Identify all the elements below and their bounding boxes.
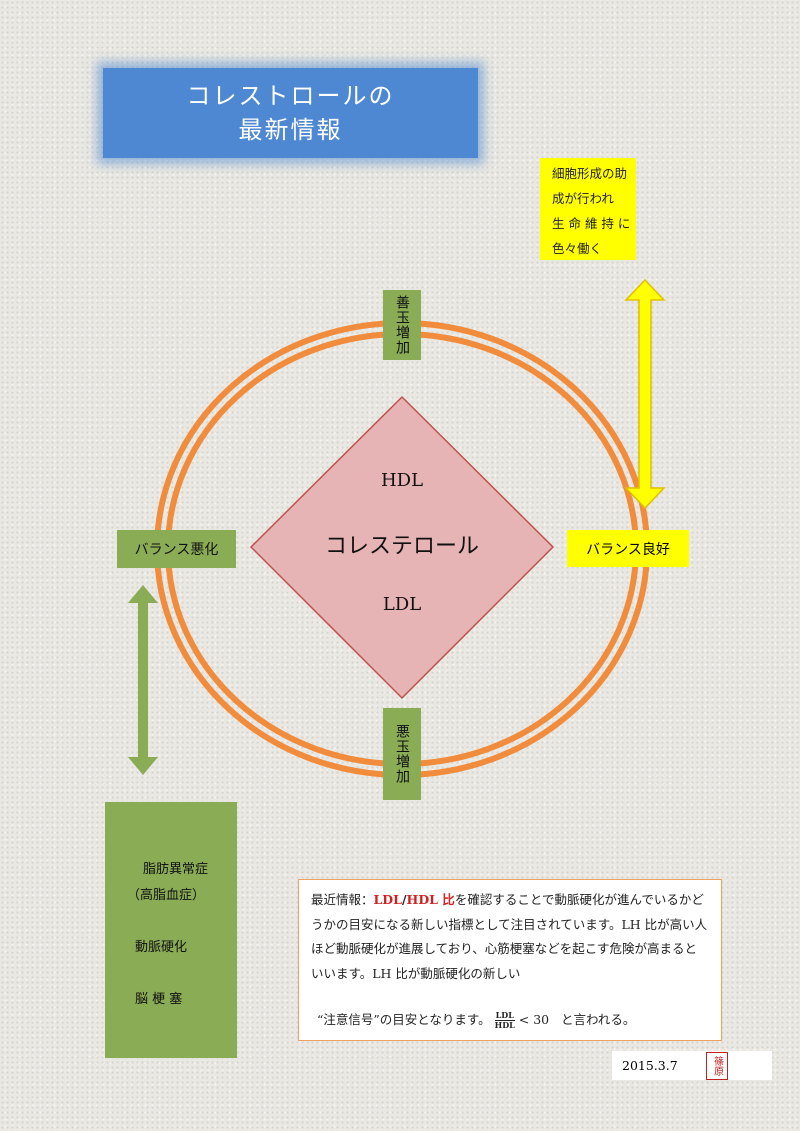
note-text: を確認することで動脈硬化が進んでいるかどうかの目安になる新しい指標として注目され…	[311, 892, 708, 981]
name-seal: 篠原	[705, 1051, 728, 1080]
info-line: 生 命 維 持 に	[552, 216, 631, 231]
disease-item: （高脂血症）	[127, 888, 206, 903]
note-box: 最近情報：LDL/HDL 比を確認することで動脈硬化が進んでいるかどうかの目安に…	[298, 879, 722, 1041]
info-line: 成が行われ	[552, 191, 614, 206]
disease-item: 動脈硬化	[135, 940, 188, 955]
diamond-hdl: HDL	[380, 470, 424, 491]
date-text: 2015.3.7	[622, 1058, 678, 1073]
frac-den: HDL	[494, 1020, 515, 1030]
disease-item: 脂肪異常症	[143, 862, 209, 877]
label-balance-worse: バランス悪化	[117, 530, 236, 568]
note-inequality: < 30	[518, 1012, 550, 1027]
diamond-center: コレステロール	[324, 534, 479, 559]
info-line: 細胞形成の助	[552, 166, 628, 181]
note-text-2: “注意信号”の目安となります。	[317, 1012, 491, 1027]
date-box: 2015.3.7 篠原	[612, 1051, 772, 1080]
disease-box: 脂肪異常症 （高脂血症） 動脈硬化 脳 梗 塞	[105, 802, 237, 1058]
note-hdl: HDL 比	[406, 892, 455, 907]
label-good-increase: 善玉増加	[383, 290, 421, 360]
green-double-arrow-icon	[128, 585, 158, 775]
note-prefix: 最近情報：	[311, 892, 374, 907]
title-line-2: 最新情報	[238, 116, 343, 144]
note-text-3: と言われる。	[561, 1012, 636, 1027]
info-line: 色々働く	[552, 241, 603, 256]
info-box: 細胞形成の助 成が行われ 生 命 維 持 に 色々働く	[540, 158, 636, 260]
title-banner: コレストロールの 最新情報	[103, 68, 478, 158]
note-ldl: LDL	[373, 892, 402, 907]
label-bad-increase: 悪玉増加	[383, 708, 421, 800]
disease-item: 脳 梗 塞	[135, 992, 183, 1007]
frac-num: LDL	[494, 1010, 515, 1021]
diamond-shape	[249, 395, 555, 700]
yellow-double-arrow-icon	[624, 278, 666, 510]
title-line-1: コレストロールの	[186, 82, 395, 110]
label-balance-good: バランス良好	[567, 530, 689, 567]
note-slash: /	[401, 892, 407, 907]
diamond-ldl: LDL	[382, 594, 422, 615]
